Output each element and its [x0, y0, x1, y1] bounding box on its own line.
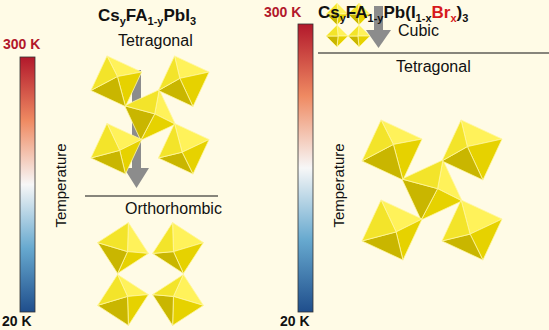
axis-label: Temperature: [330, 143, 347, 227]
phase-boundary: [318, 52, 549, 53]
formula-subscript: 3: [462, 12, 468, 24]
octahedron: [153, 223, 204, 274]
phase-label: Tetragonal: [118, 32, 193, 50]
formula-subscript: 3: [190, 15, 196, 27]
formula-subscript: y: [340, 12, 346, 24]
formula-part: FA: [126, 6, 148, 25]
octahedron: [98, 275, 149, 326]
formula-part: ): [457, 3, 463, 22]
octahedron: [158, 123, 209, 174]
octahedron: [326, 25, 348, 47]
formula-part: Pb(I: [384, 3, 416, 22]
octahedron: [442, 200, 502, 260]
octahedron: [91, 123, 142, 174]
formula-subscript: 1-y: [148, 15, 164, 27]
temperature-min: 20 K: [2, 313, 32, 329]
phase-boundary: [85, 195, 218, 196]
octahedron: [91, 56, 142, 107]
formula-part: Br: [432, 3, 451, 22]
temperature-max: 300 K: [3, 36, 40, 52]
octahedron: [442, 120, 502, 180]
phase-label: Cubic: [398, 22, 439, 40]
formula-subscript: 1-y: [368, 12, 384, 24]
octahedron: [158, 56, 209, 107]
formula-part: FA: [346, 3, 368, 22]
formula-part: PbI: [164, 6, 190, 25]
octahedron: [98, 223, 149, 274]
octahedron: [402, 160, 462, 220]
temperature-bar: [298, 24, 313, 312]
formula-subscript: y: [120, 15, 126, 27]
phase-label: Orthorhombic: [125, 200, 222, 218]
octahedron: [362, 200, 422, 260]
formula-subscript: x: [450, 12, 456, 24]
octahedron: [348, 25, 370, 47]
phase-label: Tetragonal: [396, 58, 471, 76]
formula: CsyFA1-yPb(I1-xBrx)3: [318, 3, 468, 24]
temperature-max: 300 K: [264, 4, 301, 20]
temperature-min: 20 K: [280, 313, 310, 329]
octahedron: [125, 90, 176, 141]
axis-label: Temperature: [52, 143, 69, 227]
octahedron: [153, 275, 204, 326]
temperature-bar: [20, 57, 35, 312]
formula-part: Cs: [98, 6, 120, 25]
formula: CsyFA1-yPbI3: [98, 6, 196, 27]
formula-part: Cs: [318, 3, 340, 22]
octahedron: [362, 120, 422, 180]
